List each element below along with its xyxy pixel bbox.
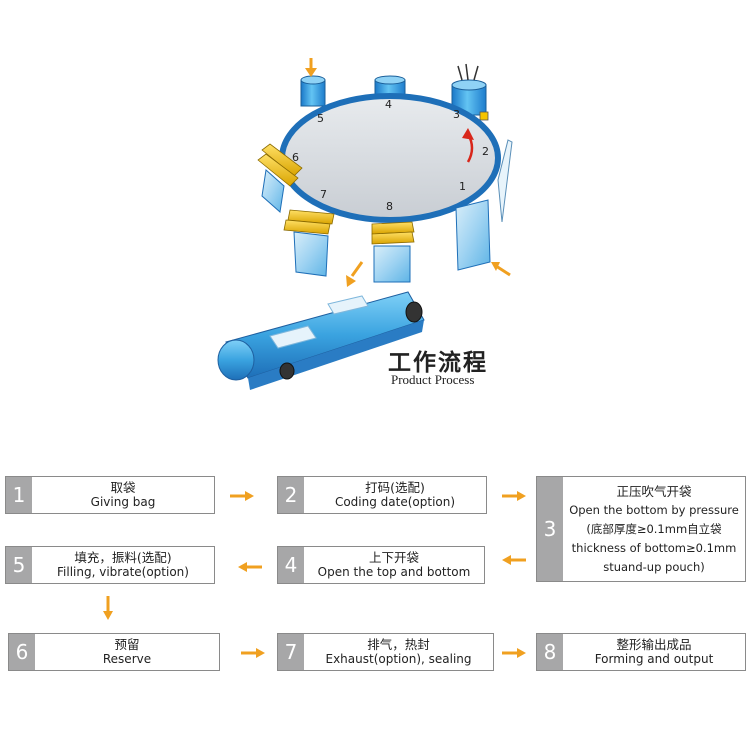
arrow-left-icon [238, 562, 262, 572]
figure-title-en: Product Process [391, 372, 475, 387]
step-label-en: Forming and output [594, 652, 714, 666]
feed-arrow-icon [305, 58, 317, 77]
step-number: 1 [6, 477, 32, 513]
step-text: 正压吹气开袋 Open the bottom by pressure (底部厚度… [563, 477, 745, 581]
step-label-cn: 填充，振料(选配) [74, 550, 172, 565]
arrow-right-icon [502, 491, 526, 501]
arrow-right-icon [502, 648, 526, 658]
step-label-cn: 取袋 [110, 480, 136, 495]
step-7: 7 排气，热封 Exhaust(option), sealing [277, 633, 494, 671]
step-label-cn: 预留 [114, 637, 140, 652]
step-text: 打码(选配) Coding date(option) [304, 477, 486, 513]
position-4: 4 [385, 98, 392, 111]
position-5: 5 [317, 112, 324, 125]
step-label-en: Open the bottom by pressure [569, 502, 739, 517]
arrow-down-icon [103, 596, 113, 620]
step-label-cn: 打码(选配) [365, 480, 425, 495]
bag-input-arrow-icon [491, 262, 511, 277]
rotation-arrow-icon [462, 128, 474, 163]
step-label-cn: 整形输出成品 [616, 637, 692, 652]
step-label-en: Reserve [102, 652, 152, 666]
step-text: 排气，热封 Exhaust(option), sealing [304, 634, 493, 670]
step-6: 6 预留 Reserve [8, 633, 220, 671]
position-2: 2 [482, 145, 489, 158]
position-8: 8 [386, 200, 393, 213]
station-2-bag [497, 139, 513, 223]
step-number: 2 [278, 477, 304, 513]
position-1: 1 [459, 180, 466, 193]
arrow-right-icon [230, 491, 254, 501]
arrow-left-icon [502, 555, 526, 565]
output-conveyor [217, 291, 425, 390]
position-6: 6 [292, 151, 299, 164]
step-number: 8 [537, 634, 563, 670]
step-2: 2 打码(选配) Coding date(option) [277, 476, 487, 514]
step-1: 1 取袋 Giving bag [5, 476, 215, 514]
step-label-cn: 排气，热封 [367, 637, 430, 652]
step-number: 4 [278, 547, 304, 583]
turntable-numbers: 1 2 3 4 5 6 7 8 [292, 98, 489, 213]
step-number: 7 [278, 634, 304, 670]
step-number: 5 [6, 547, 32, 583]
output-arrow-icon [346, 261, 364, 287]
station-7-clamp [283, 209, 335, 277]
step-8: 8 整形输出成品 Forming and output [536, 633, 746, 671]
step-number: 6 [9, 634, 35, 670]
station-5-cup [300, 75, 326, 107]
step-label-en: Filling, vibrate(option) [57, 565, 189, 579]
station-6-clamp [257, 143, 303, 213]
step-4: 4 上下开袋 Open the top and bottom [277, 546, 485, 584]
step-note-line-2: thickness of bottom≥0.1mm [571, 540, 737, 555]
step-text: 取袋 Giving bag [32, 477, 214, 513]
position-7: 7 [320, 188, 327, 201]
machine-illustration: 1 2 3 4 5 6 7 8 [217, 58, 513, 390]
step-label-en: Open the top and bottom [317, 565, 471, 579]
step-3: 3 正压吹气开袋 Open the bottom by pressure (底部… [536, 476, 746, 582]
step-text: 整形输出成品 Forming and output [563, 634, 745, 670]
step-label-en: Coding date(option) [334, 495, 456, 509]
station-1-bag [455, 199, 491, 271]
step-label-cn: 正压吹气开袋 [616, 483, 692, 499]
step-label-en: Exhaust(option), sealing [325, 652, 472, 666]
step-label-cn: 上下开袋 [368, 550, 419, 565]
step-text: 上下开袋 Open the top and bottom [304, 547, 484, 583]
arrow-right-icon [241, 648, 265, 658]
figure-title-cn: 工作流程 [388, 350, 488, 376]
station-8-clamp [371, 221, 415, 283]
position-3: 3 [453, 108, 460, 121]
step-label-en: Giving bag [90, 495, 156, 509]
step-number: 3 [537, 477, 563, 581]
step-note-line-1: (底部厚度≥0.1mm自立袋 [586, 521, 722, 536]
step-5: 5 填充，振料(选配) Filling, vibrate(option) [5, 546, 215, 584]
step-note-line-3: stuand-up pouch) [603, 559, 705, 574]
step-text: 预留 Reserve [35, 634, 219, 670]
step-text: 填充，振料(选配) Filling, vibrate(option) [32, 547, 214, 583]
